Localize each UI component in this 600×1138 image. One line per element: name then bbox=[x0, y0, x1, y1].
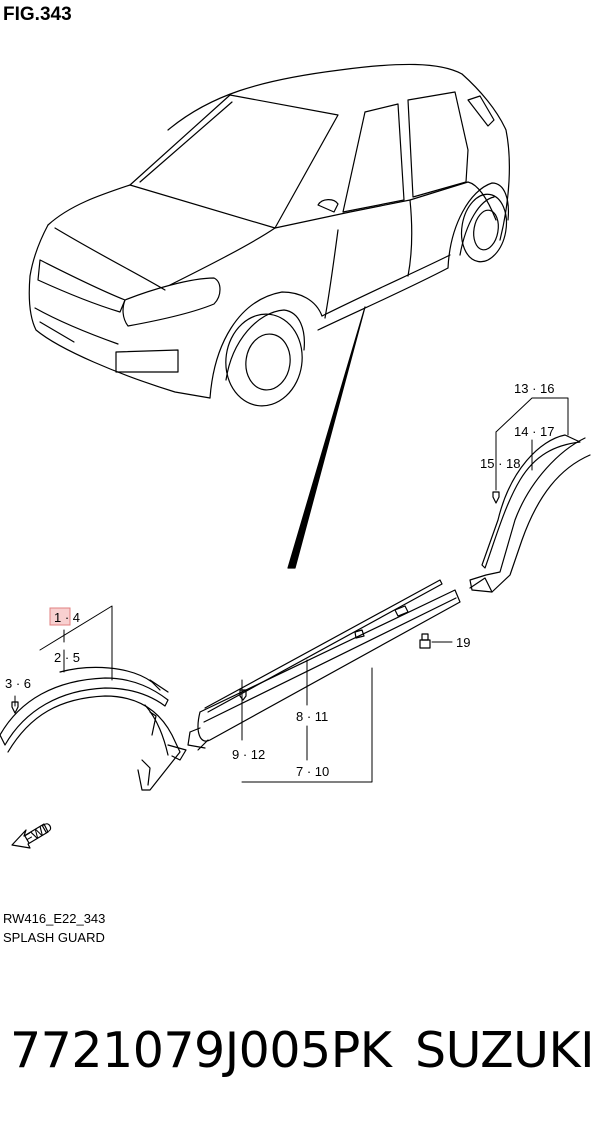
figure-code: RW416_E22_343 bbox=[3, 911, 106, 926]
callout-13-16: 13 · 16 bbox=[514, 381, 554, 396]
parts-diagram: 1 · 4 2 · 5 3 · 6 8 · 11 9 · 12 7 · 10 1… bbox=[0, 63, 591, 849]
callout-1-4: 1 · 4 bbox=[54, 610, 80, 625]
callout-2-5: 2 · 5 bbox=[54, 650, 80, 665]
figure-name: SPLASH GUARD bbox=[3, 930, 105, 945]
callout-highlight bbox=[49, 607, 71, 626]
callout-14-17: 14 · 17 bbox=[514, 424, 554, 439]
leader-lines bbox=[14, 397, 569, 783]
side-sill-guard bbox=[187, 579, 461, 751]
rear-splash-guard bbox=[469, 434, 591, 593]
callout-7-10: 7 · 10 bbox=[296, 764, 329, 779]
callout-8-11: 8 · 11 bbox=[296, 709, 328, 724]
front-splash-guard bbox=[0, 666, 187, 791]
callout-15-18: 15 · 18 bbox=[480, 456, 520, 471]
fwd-label: FWD bbox=[22, 819, 55, 847]
fwd-arrow-icon bbox=[11, 823, 49, 849]
callout-9-12: 9 · 12 bbox=[232, 747, 265, 762]
callout-3-6: 3 · 6 bbox=[5, 676, 31, 691]
brand-name: SUZUKI bbox=[415, 1022, 595, 1079]
car-illustration bbox=[28, 63, 510, 407]
figure-title: FIG.343 bbox=[3, 4, 72, 25]
callout-19: 19 bbox=[456, 635, 470, 650]
part-number: 7721079J005PK bbox=[10, 1022, 392, 1079]
